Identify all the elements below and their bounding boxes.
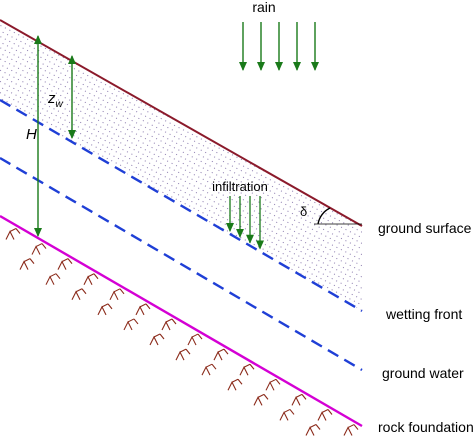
rock-hatch-mark [201,363,217,376]
rock-hatch-mark [239,363,255,376]
rock-hatch-mark [19,258,35,270]
rock-hatch-mark [305,424,321,436]
rock-hatch-mark [253,393,269,406]
rock-hatch-mark [71,288,87,301]
rock-hatch-mark [175,348,191,361]
infiltration-arrows [226,196,264,250]
ground-water-label: ground water [382,365,464,381]
rock-hatch-mark [57,258,73,270]
zw-label: zw [47,90,64,110]
infiltration-label: infiltration [212,179,268,194]
wetting-front-line [0,98,363,313]
rock-hatch-mark [213,348,229,361]
rain-arrows [239,22,319,71]
rock-hatch-mark [123,318,139,331]
rock-hatch [5,227,359,436]
rock-hatch-mark [265,378,281,391]
rock-foundation-label: rock foundation [378,419,474,435]
rock-hatch-mark [31,243,47,255]
rock-hatch-mark [135,303,151,316]
rock-hatch-mark [149,333,165,346]
rock-hatch-mark [161,318,177,331]
ground-surface-label: ground surface [378,220,472,236]
rock-hatch-mark [343,424,359,436]
rock-hatch-mark [279,408,295,421]
rock-foundation-line [0,214,363,428]
rock-hatch-mark [5,227,21,240]
rock-hatch-mark [109,288,125,301]
rock-hatch-mark [187,333,203,346]
slope-angle-label: δ [300,204,307,219]
rock-hatch-mark [227,378,243,391]
rock-hatch-mark [45,273,61,285]
wetted-zone [0,20,362,311]
ground-surface-line [0,19,363,227]
slope-angle-arc [317,207,331,225]
h-label: H [26,126,37,143]
ground-water-line [0,156,363,372]
rock-hatch-mark [83,273,99,285]
rock-hatch-mark [291,393,307,406]
wetting-front-label: wetting front [385,306,462,322]
rock-hatch-mark [97,303,113,316]
rock-hatch-mark [317,408,333,421]
rain-label: rain [252,0,275,15]
